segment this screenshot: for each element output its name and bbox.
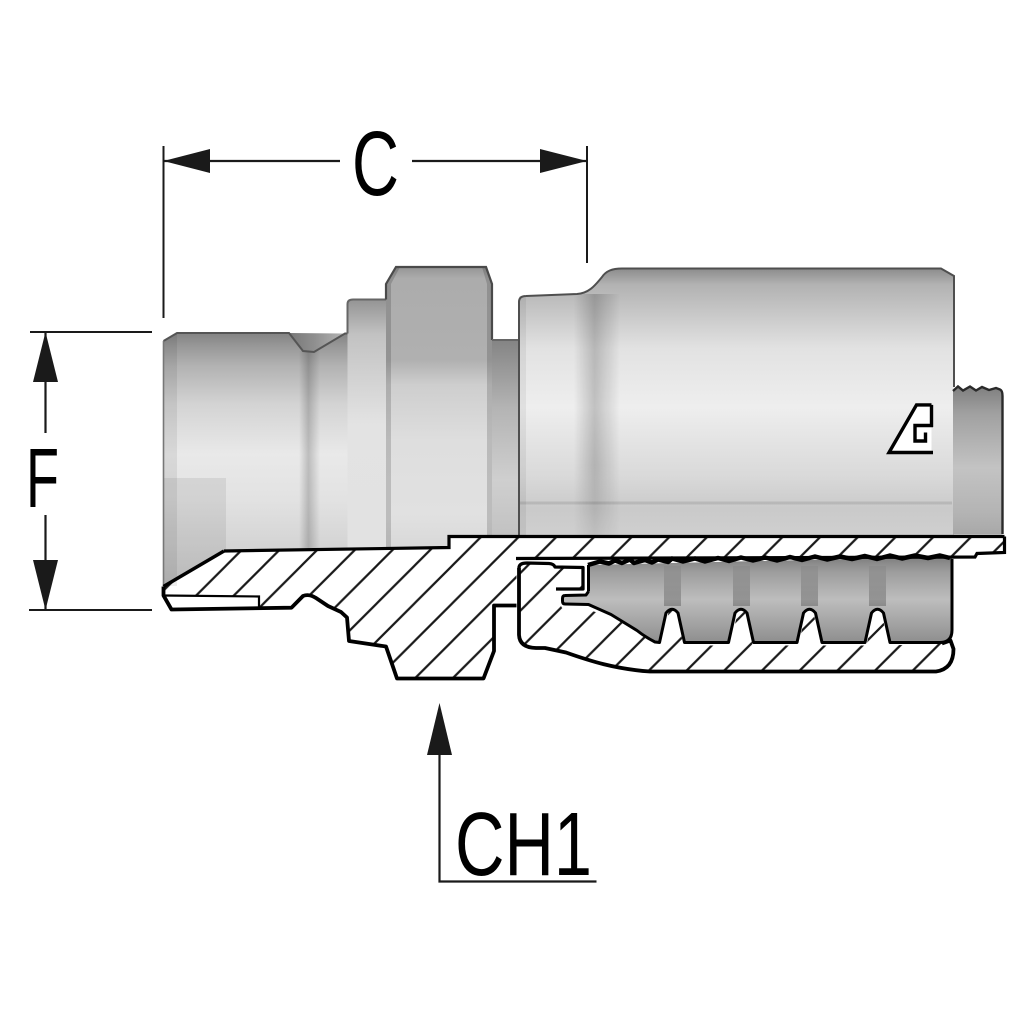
svg-text:CH1: CH1 xyxy=(455,795,592,895)
svg-text:F: F xyxy=(26,431,59,525)
svg-text:C: C xyxy=(352,113,399,215)
